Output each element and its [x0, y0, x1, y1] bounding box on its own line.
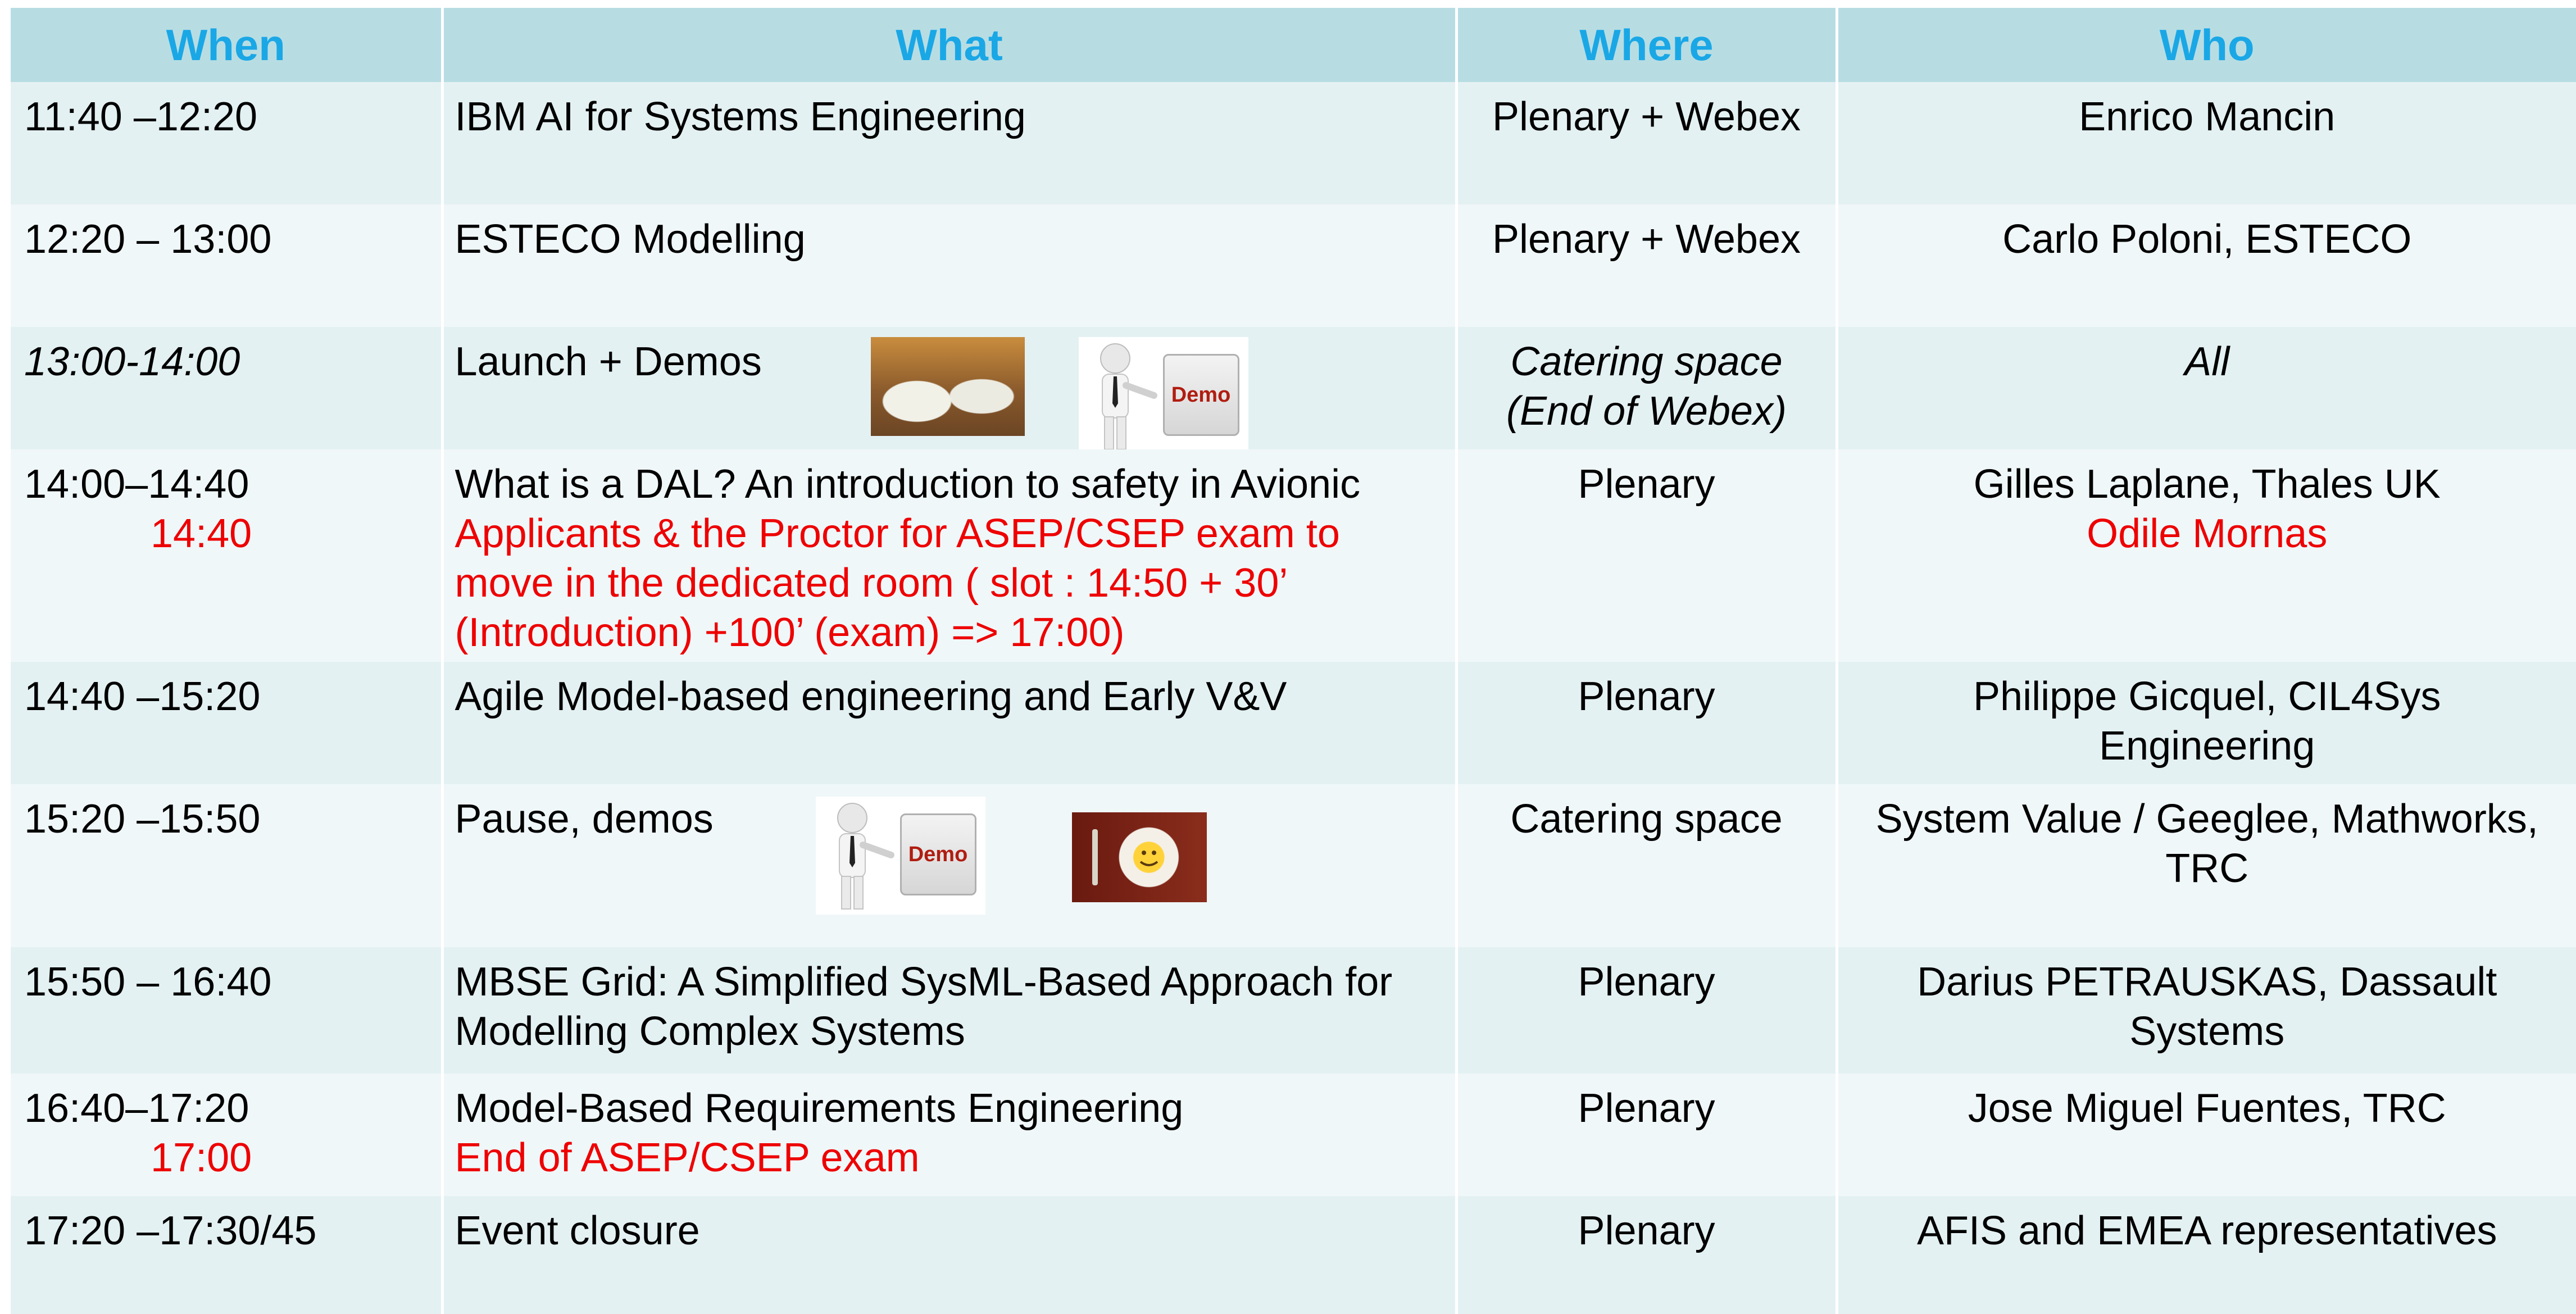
- where-line: (End of Webex): [1506, 389, 1787, 434]
- where-line: Catering space: [1510, 339, 1783, 384]
- who-cell: All: [1837, 327, 2576, 449]
- what-cell: Pause, demos Demo: [442, 784, 1458, 947]
- where-cell: Plenary: [1456, 1074, 1838, 1196]
- who-name: Gilles Laplane, Thales UK: [1973, 462, 2441, 507]
- when-cell: 14:00–14:40 14:40: [11, 449, 444, 662]
- table-row: 12:20 – 13:00 ESTECO Modelling Plenary +…: [11, 204, 2576, 327]
- smiley-icon: [1092, 829, 1158, 885]
- header-row: When What Where Who: [11, 8, 2576, 82]
- when-cell: 14:40 –15:20: [11, 662, 444, 784]
- who-cell: Jose Miguel Fuentes, TRC: [1837, 1074, 2576, 1196]
- where-cell: Plenary: [1456, 947, 1838, 1074]
- what-text: Pause, demos: [455, 797, 714, 842]
- header-when: When: [11, 8, 444, 82]
- what-text: What is a DAL? An introduction to safety…: [455, 462, 1361, 507]
- where-cell: Catering space (End of Webex): [1456, 327, 1838, 449]
- what-cell: What is a DAL? An introduction to safety…: [442, 449, 1458, 662]
- who-cell: Enrico Mancin: [1837, 82, 2576, 204]
- agenda-table: When What Where Who 11:40 –12:20 IBM AI …: [11, 8, 2576, 1314]
- what-note: End of ASEP/CSEP exam: [455, 1135, 920, 1180]
- when-cell: 11:40 –12:20: [11, 82, 444, 204]
- who-cell: Carlo Poloni, ESTECO: [1837, 204, 2576, 327]
- where-cell: Catering space: [1456, 784, 1838, 947]
- table-row: 13:00-14:00 Launch + Demos: [11, 327, 2576, 449]
- who-cell: Philippe Gicquel, CIL4Sys Engineering: [1837, 662, 2576, 784]
- where-cell: Plenary: [1456, 1196, 1838, 1314]
- table-row: 15:20 –15:50 Pause, demos: [11, 784, 2576, 947]
- table-row: 14:40 –15:20 Agile Model-based engineeri…: [11, 662, 2576, 784]
- coffee-cup-image: [1071, 812, 1207, 902]
- demo-board: Demo: [1162, 354, 1239, 436]
- when-cell: 13:00-14:00: [11, 327, 444, 449]
- what-text: Model-Based Requirements Engineering: [455, 1086, 1184, 1131]
- what-cell: IBM AI for Systems Engineering: [442, 82, 1458, 204]
- agenda-slide: When What Where Who 11:40 –12:20 IBM AI …: [11, 8, 2576, 1314]
- who-note: Odile Mornas: [2087, 511, 2328, 556]
- who-cell: AFIS and EMEA representatives: [1837, 1196, 2576, 1314]
- demo-label: Demo: [1171, 383, 1231, 407]
- when-cell: 15:50 – 16:40: [11, 947, 444, 1074]
- where-cell: Plenary: [1456, 449, 1838, 662]
- what-cell: MBSE Grid: A Simplified SysML-Based Appr…: [442, 947, 1458, 1074]
- table-row: 17:20 –17:30/45 Event closure Plenary AF…: [11, 1196, 2576, 1314]
- what-note: Applicants & the Proctor for ASEP/CSEP e…: [455, 511, 1340, 655]
- header-who: Who: [1837, 8, 2576, 82]
- header-where: Where: [1456, 8, 1838, 82]
- table-row: 16:40–17:20 17:00 Model-Based Requiremen…: [11, 1074, 2576, 1196]
- table-row: 14:00–14:40 14:40 What is a DAL? An intr…: [11, 449, 2576, 662]
- when-cell: 17:20 –17:30/45: [11, 1196, 444, 1314]
- presenter-figure-icon: [1100, 343, 1157, 449]
- demo-presenter-image: Demo: [815, 797, 985, 915]
- when-cell: 12:20 – 13:00: [11, 204, 444, 327]
- where-cell: Plenary + Webex: [1456, 204, 1838, 327]
- where-cell: Plenary: [1456, 662, 1838, 784]
- food-buffet-image: [870, 337, 1025, 436]
- demo-presenter-image: Demo: [1078, 337, 1248, 449]
- when-sub-time: 17:00: [151, 1135, 252, 1180]
- demo-label: Demo: [908, 843, 968, 866]
- who-cell: System Value / Geeglee, Mathworks, TRC: [1837, 784, 2576, 947]
- what-cell: Event closure: [442, 1196, 1458, 1314]
- when-time: 16:40–17:20: [24, 1086, 249, 1131]
- where-cell: Plenary + Webex: [1456, 82, 1838, 204]
- what-cell: Launch + Demos Demo: [442, 327, 1458, 449]
- table-row: 15:50 – 16:40 MBSE Grid: A Simplified Sy…: [11, 947, 2576, 1074]
- when-cell: 16:40–17:20 17:00: [11, 1074, 444, 1196]
- what-cell: Agile Model-based engineering and Early …: [442, 662, 1458, 784]
- header-what: What: [442, 8, 1458, 82]
- who-cell: Gilles Laplane, Thales UK Odile Mornas: [1837, 449, 2576, 662]
- demo-board: Demo: [899, 813, 976, 895]
- when-time: 14:00–14:40: [24, 462, 249, 507]
- table-row: 11:40 –12:20 IBM AI for Systems Engineer…: [11, 82, 2576, 204]
- what-cell: Model-Based Requirements Engineering End…: [442, 1074, 1458, 1196]
- when-cell: 15:20 –15:50: [11, 784, 444, 947]
- what-text: Launch + Demos: [455, 339, 762, 384]
- what-cell: ESTECO Modelling: [442, 204, 1458, 327]
- who-cell: Darius PETRAUSKAS, Dassault Systems: [1837, 947, 2576, 1074]
- presenter-figure-icon: [837, 803, 894, 910]
- when-sub-time: 14:40: [151, 511, 252, 556]
